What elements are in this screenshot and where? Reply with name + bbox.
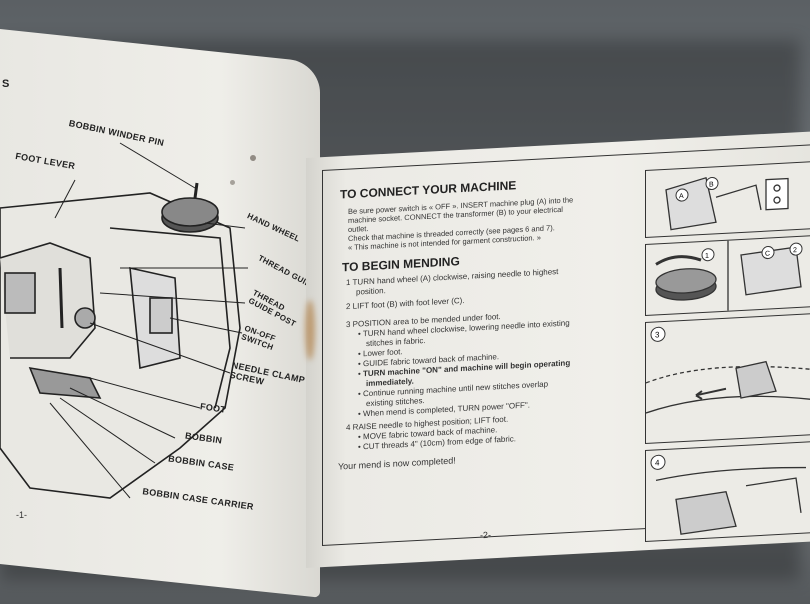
figure-4: 4 [645, 441, 810, 542]
right-page-text: TO CONNECT YOUR MACHINE Be sure power sw… [330, 164, 642, 472]
figure-connect: A B [645, 161, 810, 238]
left-page-content: S BOBBIN WINDER PIN FOOT LEVER HAND WHEE… [0, 28, 320, 563]
connect-illustration: A B [665, 176, 789, 231]
left-page-partial-header: S [2, 78, 10, 90]
stain [250, 155, 256, 161]
guide-fabric-illustration: 3 [645, 326, 810, 414]
stain [305, 300, 315, 360]
figure-letter-c: C [765, 250, 770, 257]
illustration-column: A B 1 2 C [645, 161, 810, 544]
cut-thread-illustration: 4 [650, 454, 807, 535]
figure-number-4: 4 [655, 458, 660, 467]
figure-number-2: 2 [793, 247, 797, 254]
figure-number-3: 3 [655, 330, 660, 339]
hand-wheel-illustration: 1 2 C [655, 240, 803, 311]
figure-3: 3 [645, 313, 810, 444]
figure-letter-b: B [709, 181, 714, 188]
right-page-number: -2- [479, 529, 492, 541]
figure-number-1: 1 [705, 253, 709, 260]
figure-1-2: 1 2 C [645, 235, 810, 316]
stain [230, 180, 235, 185]
figure-letter-a: A [679, 193, 684, 200]
sewing-machine-diagram [0, 142, 248, 499]
left-page-number: -1- [16, 510, 27, 520]
